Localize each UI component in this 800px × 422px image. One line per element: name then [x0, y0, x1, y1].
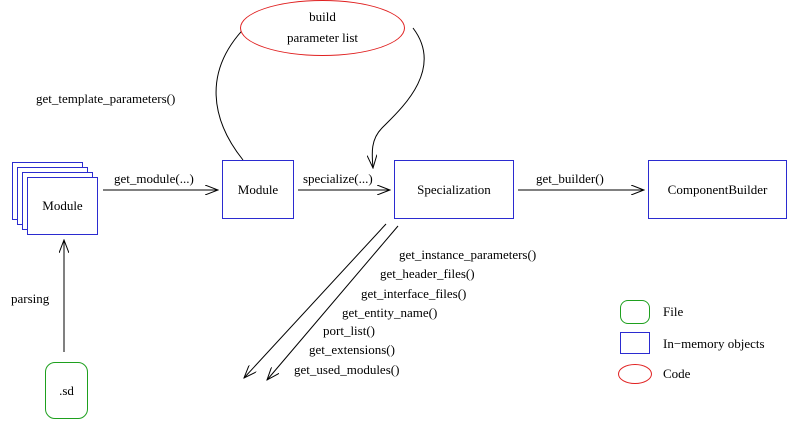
- build-params-line1: build: [309, 9, 336, 25]
- method-label: get_used_modules(): [294, 362, 400, 377]
- legend-object-swatch: [620, 332, 650, 354]
- method-label: get_header_files(): [380, 266, 475, 281]
- legend-file-label: File: [663, 304, 684, 319]
- specialization-label: Specialization: [417, 181, 491, 197]
- edge-methods-inner: [267, 225, 399, 380]
- component-builder-label: ComponentBuilder: [667, 181, 768, 197]
- edge-return-params: [372, 27, 425, 168]
- specialize-label: specialize(...): [303, 171, 373, 186]
- parsing-label: parsing: [11, 291, 50, 306]
- legend-object-label: In−memory objects: [663, 336, 765, 351]
- method-label: port_list(): [323, 323, 375, 338]
- build-parameter-list-node[interactable]: build parameter list: [240, 0, 405, 56]
- method-label: get_instance_parameters(): [399, 247, 537, 262]
- sd-file-node[interactable]: .sd: [45, 362, 88, 419]
- component-builder-node[interactable]: ComponentBuilder: [648, 160, 787, 219]
- module-stack-label: Module: [42, 198, 83, 213]
- edge-methods-outer: [244, 223, 387, 378]
- method-label: get_entity_name(): [342, 305, 438, 320]
- get-template-parameters-label: get_template_parameters(): [36, 91, 176, 106]
- legend-code-swatch: [618, 364, 652, 384]
- module-label: Module: [237, 181, 279, 197]
- legend-file-swatch: [620, 300, 650, 324]
- sd-file-label: .sd: [59, 382, 74, 398]
- edge-get-template-parameters: [215, 17, 256, 161]
- get-builder-label: get_builder(): [536, 171, 604, 186]
- legend-code-label: Code: [663, 366, 691, 381]
- module-stack-front[interactable]: Module: [27, 177, 98, 235]
- specialization-node[interactable]: Specialization: [394, 160, 514, 219]
- build-params-line2: parameter list: [286, 30, 359, 45]
- get-module-label: get_module(...): [114, 171, 194, 186]
- method-label: get_interface_files(): [361, 286, 467, 301]
- module-node[interactable]: Module: [222, 160, 294, 219]
- method-label: get_extensions(): [309, 342, 395, 357]
